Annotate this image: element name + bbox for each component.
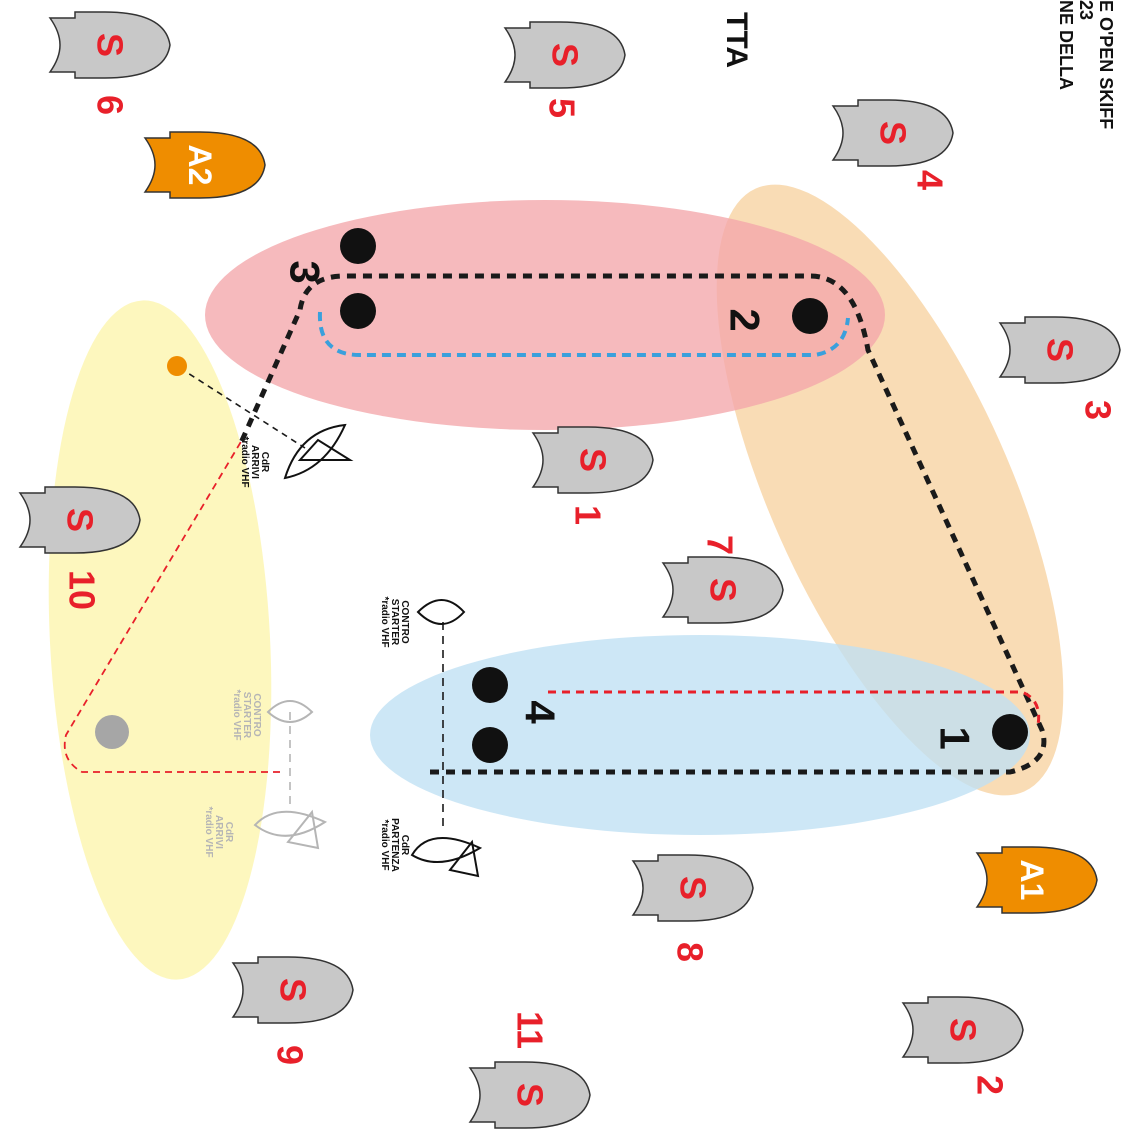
- zone-red: [205, 200, 885, 430]
- sailboat-icon: [410, 837, 483, 878]
- sailboat-icon: [283, 423, 354, 480]
- assistance-boat-a1: A1: [976, 846, 1098, 914]
- committee-boat-finish: CdR ARRIVI *radio VHF: [239, 423, 354, 488]
- assistance-boat-a2: A2: [144, 131, 266, 199]
- start-label-2: PARTENZA: [389, 818, 400, 872]
- contro-grey-label-1: CONTRO: [251, 693, 262, 737]
- finish-grey-label-2: ARRIVI: [213, 815, 224, 849]
- mark-4-lower: [472, 727, 508, 763]
- mark-label-3: 3: [282, 260, 329, 283]
- boat-s-letter: S: [1040, 338, 1081, 362]
- committee-boat-start: CdR PARTENZA *radio VHF: [379, 818, 483, 878]
- boat-number-9: 9: [270, 1045, 311, 1065]
- contro-label-2: STARTER: [389, 599, 400, 646]
- boat-label-a1: A1: [1014, 860, 1050, 901]
- support-boats-layer: S 6 S 5 S 4 S 3 S 1 S 7: [19, 11, 1121, 1129]
- marks-layer: 3 2 1 4: [95, 228, 1028, 763]
- support-boat-s10: S 10: [19, 486, 141, 610]
- contro-label-3: *radio VHF: [379, 596, 390, 647]
- support-boat-s6: S 6: [49, 11, 171, 115]
- committee-layer: CdR ARRIVI *radio VHF CONTRO STARTER *ra…: [203, 423, 483, 878]
- boat-number-11: 11: [510, 1011, 551, 1049]
- mark-label-2: 2: [722, 308, 769, 331]
- support-boat-s2: S 2: [902, 996, 1024, 1095]
- course-line-black: [237, 273, 1047, 775]
- support-boat-s9: S 9: [232, 956, 354, 1065]
- finish-grey-label-3: *radio VHF: [203, 806, 214, 857]
- mark-3-upper: [340, 228, 376, 264]
- buoy-boat-icon: [266, 700, 314, 723]
- header-title-fragment: TTA: [720, 12, 753, 68]
- boat-number-10: 10: [62, 570, 103, 610]
- mark-label-4: 4: [517, 700, 564, 724]
- course-line-red-right: [548, 690, 1041, 726]
- mark-1: [992, 714, 1028, 750]
- boat-number-6: 6: [90, 95, 131, 115]
- header-line-2: 23: [1076, 0, 1096, 20]
- header-line-3: NE DELLA: [1056, 0, 1076, 90]
- sailboat-icon: [253, 809, 328, 850]
- support-boat-s3: S 3: [999, 316, 1121, 420]
- header: TTA E O'PEN SKIFF 23 NE DELLA: [720, 0, 1116, 129]
- boat-number-2: 2: [970, 1075, 1011, 1095]
- committee-boat-contro-starter: CONTRO STARTER *radio VHF: [379, 596, 466, 648]
- support-boat-s5: S 5: [504, 21, 626, 118]
- course-lines: [63, 273, 1047, 830]
- boat-number-5: 5: [542, 98, 583, 118]
- course-line-red-left: [63, 439, 280, 773]
- buoy-boat-icon: [416, 599, 466, 625]
- header-line-1: E O'PEN SKIFF: [1096, 0, 1116, 129]
- boat-s-letter: S: [273, 978, 314, 1002]
- contro-label-1: CONTRO: [399, 600, 410, 644]
- boat-s-letter: S: [90, 33, 131, 57]
- boat-s-letter: S: [673, 876, 714, 900]
- finish-grey-label-1: CdR: [223, 822, 234, 843]
- finish-label-top-2: ARRIVI: [249, 445, 260, 479]
- finish-label-top-1: CdR: [259, 452, 270, 473]
- boat-number-7: 7: [700, 535, 741, 555]
- boat-s-letter: S: [703, 578, 744, 602]
- contro-grey-label-2: STARTER: [241, 692, 252, 739]
- zone-layer: [48, 184, 1064, 980]
- committee-boat-finish-grey: CdR ARRIVI *radio VHF: [203, 806, 328, 858]
- boat-label-a2: A2: [182, 145, 218, 186]
- boat-number-1: 1: [568, 505, 609, 525]
- start-label-1: CdR: [399, 835, 410, 856]
- zone-yellow: [48, 300, 272, 980]
- support-boat-s4: S 4: [832, 99, 954, 190]
- course-line-blue: [317, 311, 850, 357]
- boat-s-letter: S: [60, 508, 101, 532]
- support-boat-s1: S 1: [532, 426, 654, 525]
- finish-line-top: [179, 367, 306, 449]
- boat-s-letter: S: [873, 121, 914, 145]
- boat-s-letter: S: [943, 1018, 984, 1042]
- boat-number-4: 4: [910, 170, 951, 190]
- boat-number-3: 3: [1078, 400, 1119, 420]
- finish-mark-grey: [95, 715, 129, 749]
- mark-2: [792, 298, 828, 334]
- support-boat-s7: S 7: [662, 535, 784, 624]
- finish-label-top-3: *radio VHF: [239, 436, 250, 487]
- boat-number-8: 8: [670, 942, 711, 962]
- boat-s-letter: S: [510, 1083, 551, 1107]
- zone-blue: [370, 635, 1030, 835]
- start-label-3: *radio VHF: [379, 819, 390, 870]
- support-boat-s8: S 8: [632, 854, 754, 962]
- support-boat-s11: S 11: [469, 1011, 591, 1129]
- boat-s-letter: S: [573, 448, 614, 472]
- mark-4-upper: [472, 667, 508, 703]
- mark-label-1: 1: [932, 726, 979, 749]
- mark-3-lower: [340, 293, 376, 329]
- contro-grey-label-3: *radio VHF: [231, 689, 242, 740]
- boat-s-letter: S: [545, 43, 586, 67]
- finish-mark-orange: [167, 356, 187, 376]
- committee-boat-contro-starter-grey: CONTRO STARTER *radio VHF: [231, 689, 314, 741]
